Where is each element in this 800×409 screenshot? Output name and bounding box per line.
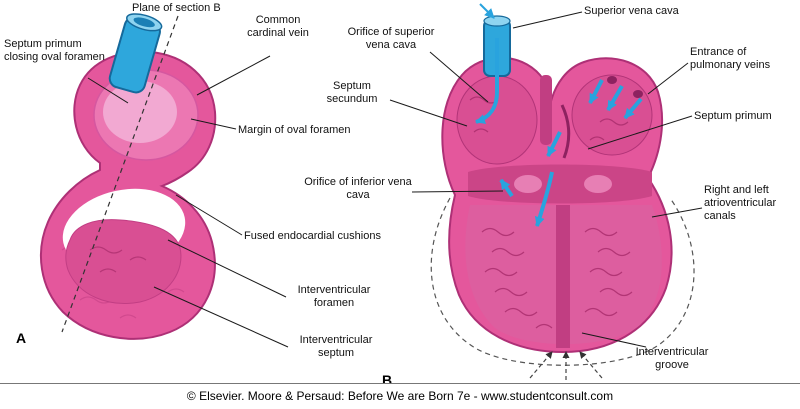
- panel-b-letter: B: [382, 372, 393, 388]
- label-septum-primum: Septum primum: [694, 110, 772, 122]
- oval-foramen-septum-primum: [103, 81, 177, 143]
- blood-flow-arrow: [546, 131, 562, 157]
- pulmonary-vein-opening: [633, 90, 643, 98]
- left-atrium-interior: [571, 74, 653, 156]
- blood-flow-arrow: [623, 97, 643, 120]
- label-interventricular-groove: Interventricular groove: [635, 346, 709, 372]
- endocardial-cushion-band: [468, 164, 652, 204]
- blood-flow-arrow: [606, 84, 624, 112]
- blood-flow-arrow: [499, 178, 514, 198]
- blood-flow-arrow: [534, 171, 554, 227]
- label-fused-endocardial-cushions: Fused endocardial cushions: [244, 230, 381, 242]
- septum-secundum-band: [540, 75, 552, 145]
- interventricular-septum-band: [556, 205, 570, 348]
- panel-a-letter: A: [16, 330, 27, 346]
- label-superior-vena-cava: Superior vena cava: [584, 5, 679, 17]
- blood-flow-arrow: [475, 38, 499, 124]
- label-common-cardinal-vein: Common cardinal vein: [247, 14, 309, 40]
- label-interventricular-septum: Interventricular septum: [299, 334, 373, 360]
- plane-of-section-line: [61, 15, 179, 333]
- label-plane-of-section-b: Plane of section B: [132, 2, 221, 14]
- blood-flow-arrows: [475, 38, 643, 227]
- label-orifice-of-inferior-vena-cava: Orifice of inferior vena cava: [304, 176, 412, 202]
- label-septum-secundum: Septum secundum: [326, 80, 378, 106]
- groove-dashed-arrows: [529, 351, 603, 380]
- label-septum-primum-closing-oval-foramen: Septum primum closing oval foramen: [4, 38, 105, 64]
- label-entrance-of-pulmonary-veins: Entrance of pulmonary veins: [690, 46, 771, 72]
- interventricular-septum-mass: [65, 219, 182, 304]
- right-av-canal-opening: [584, 175, 612, 193]
- left-av-canal-opening: [514, 175, 542, 193]
- label-margin-of-oval-foramen: Margin of oval foramen: [238, 124, 351, 136]
- label-right-and-left-atrioventricular-canals: Right and left atrioventricular canals: [704, 184, 777, 223]
- common-cardinal-vein-vessel: [108, 13, 163, 94]
- blood-flow-arrow: [588, 79, 604, 104]
- septum-primum-flap: [560, 104, 571, 159]
- septum-texture: [89, 246, 147, 273]
- pulmonary-vein-opening: [607, 76, 617, 84]
- heart-b-illustration: [430, 3, 695, 380]
- heart-a-illustration: [39, 13, 217, 340]
- copyright-caption: © Elsevier. Moore & Persaud: Before We a…: [0, 383, 800, 409]
- label-interventricular-foramen: Interventricular foramen: [297, 284, 371, 310]
- leader-lines: [87, 11, 703, 348]
- label-orifice-of-superior-vena-cava: Orifice of superior vena cava: [347, 26, 435, 52]
